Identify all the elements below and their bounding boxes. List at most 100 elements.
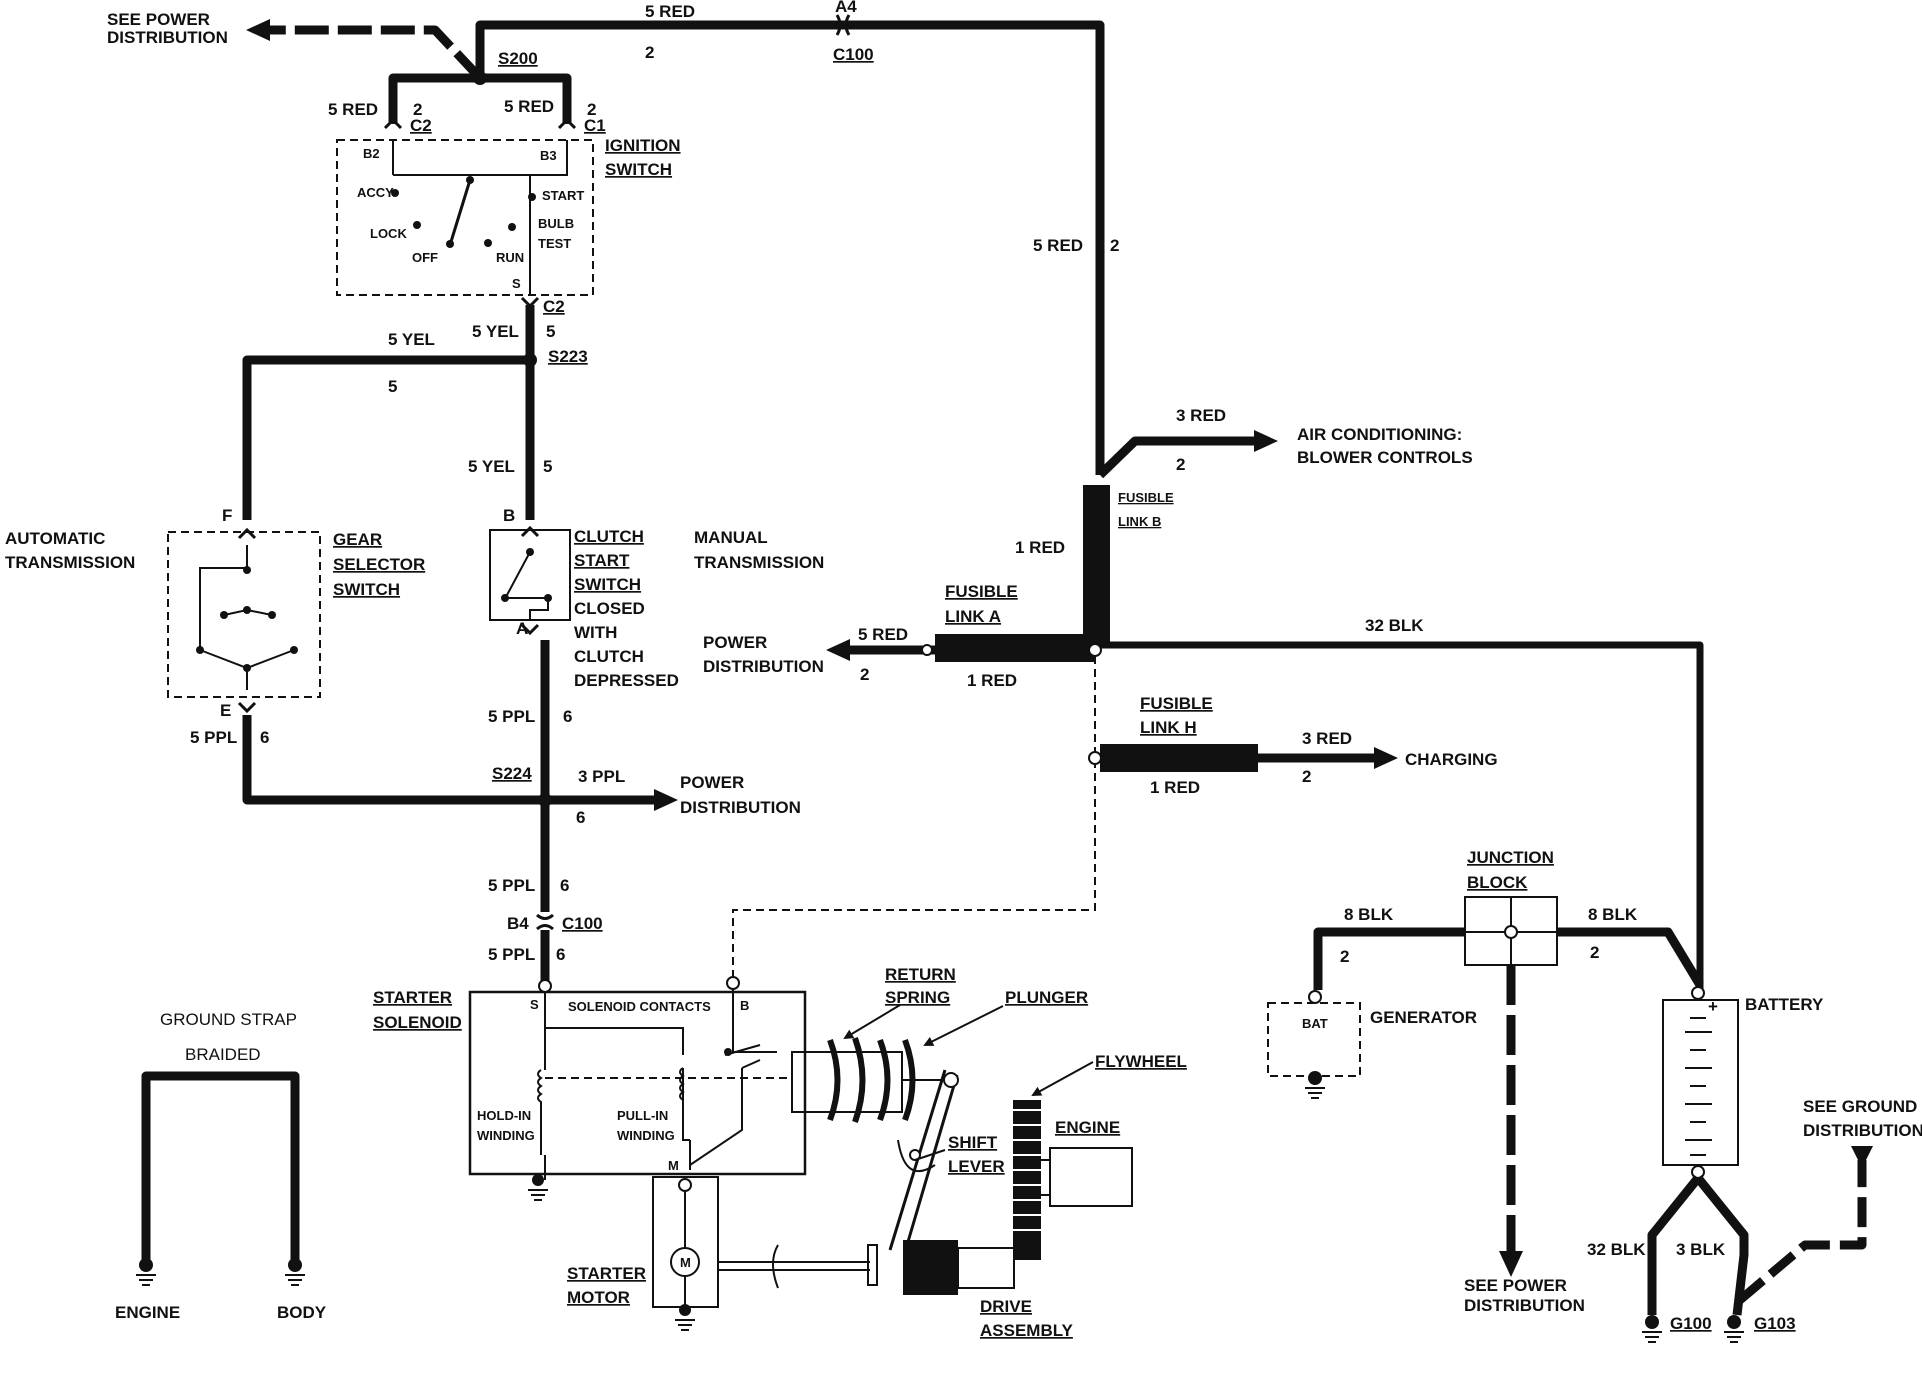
drive-assembly-sleeve [957, 1247, 1015, 1289]
generator-bat-node [1308, 990, 1322, 1004]
generator-ground-dot [1308, 1071, 1322, 1085]
label-solenoid-contacts: SOLENOID CONTACTS [568, 999, 711, 1014]
label-5yel-c: 5 YEL [468, 457, 515, 476]
label-starter-motor-1: STARTER [567, 1264, 646, 1283]
label-e-term: E [220, 701, 231, 720]
wire-32blk-battery [1095, 641, 1704, 990]
label-flywheel: FLYWHEEL [1095, 1052, 1187, 1071]
label-clutch-5: WITH [574, 623, 617, 642]
label-gear-2: SELECTOR [333, 555, 425, 574]
label-shift-lever-2: LEVER [948, 1157, 1005, 1176]
starter-motor [652, 1176, 719, 1331]
battery-positive-node [1691, 986, 1705, 1000]
connector-c2-top-mark [383, 117, 403, 130]
fusible-link-b [1083, 485, 1110, 645]
wire-8blk-generator [1313, 927, 1465, 990]
label-start: START [542, 188, 584, 203]
label-6-a: 6 [563, 707, 572, 726]
gear-wiper [199, 608, 295, 670]
connector-e-mark [237, 701, 257, 714]
label-32blk-bottom: 32 BLK [1587, 1240, 1646, 1259]
label-6-c: 6 [576, 808, 585, 827]
label-fusible-a-1: FUSIBLE [945, 582, 1018, 601]
wire-5red-c1 [480, 73, 572, 124]
label-c100-top: C100 [833, 45, 874, 64]
label-a4: A4 [835, 0, 857, 16]
ground-icon [285, 1274, 305, 1286]
label-fusible-b-1: FUSIBLE [1118, 490, 1174, 505]
label-clutch-3: SWITCH [574, 575, 641, 594]
label-return-spring-1: RETURN [885, 965, 956, 984]
label-g100: G100 [1670, 1314, 1712, 1333]
label-5-a: 5 [546, 322, 555, 341]
label-pull-in-2: WINDING [617, 1128, 675, 1143]
label-clutch-6: CLUTCH [574, 647, 644, 666]
label-see-power-top-2: DISTRIBUTION [107, 28, 228, 47]
ignition-switch-box [336, 139, 594, 296]
connector-b-mark [520, 525, 540, 538]
label-clutch-7: DEPRESSED [574, 671, 679, 690]
label-gear-1: GEAR [333, 530, 382, 549]
flywheel-gear [1013, 1100, 1041, 1260]
ign-contact-accy [391, 189, 399, 197]
label-b2: B2 [363, 146, 380, 161]
label-fusible-h-2: LINK H [1140, 718, 1197, 737]
label-body-gs: BODY [277, 1303, 327, 1322]
label-drive-1: DRIVE [980, 1297, 1032, 1316]
solenoid-ground-dot [532, 1174, 544, 1186]
label-s223: S223 [548, 347, 588, 366]
label-pull-in-1: PULL-IN [617, 1108, 668, 1123]
connector-c100-top [835, 14, 851, 36]
arrow-down-icon [1851, 1146, 1873, 1168]
label-b-term: B [503, 506, 515, 525]
label-manual-2: TRANSMISSION [694, 553, 824, 572]
arrow-down-icon [1499, 1251, 1523, 1277]
starter-solenoid [468, 976, 807, 1201]
wire-to-power-distribution-top [262, 25, 484, 82]
label-drive-2: ASSEMBLY [980, 1321, 1074, 1340]
label-c2-bottom: C2 [543, 297, 565, 316]
label-lock: LOCK [370, 226, 407, 241]
label-power-dist-low-2: DISTRIBUTION [680, 798, 801, 817]
arrow-right-icon [1374, 747, 1398, 769]
label-see-ground-1: SEE GROUND [1803, 1097, 1917, 1116]
label-5red-vert: 5 RED [1033, 236, 1083, 255]
arrow-right-icon [654, 789, 678, 811]
label-1red-h: 1 RED [1150, 778, 1200, 797]
connector-c100-low [536, 913, 554, 931]
motor-shaft [718, 1261, 870, 1271]
solenoid-m-node [678, 1178, 692, 1192]
label-6-e: 6 [556, 945, 565, 964]
label-b3: B3 [540, 148, 557, 163]
label-fusible-a-2: LINK A [945, 607, 1001, 626]
wire-dashed-b [732, 656, 1096, 985]
label-bat: BAT [1302, 1016, 1328, 1031]
label-s-term: S [512, 276, 521, 291]
ground-g103-dot [1727, 1315, 1741, 1329]
label-5ppl-b: 5 PPL [190, 728, 237, 747]
wire-8blk-battery [1557, 927, 1704, 988]
gear-top-contact [243, 566, 251, 574]
drive-pinion-collar [867, 1244, 878, 1286]
label-gear-3: SWITCH [333, 580, 400, 599]
label-5-c: 5 [543, 457, 552, 476]
wire-5red-c2 [388, 73, 480, 124]
shift-lever-arc [897, 1139, 936, 1173]
ign-contact-arm [448, 179, 472, 246]
wire-see-ground [1737, 1160, 1867, 1304]
label-clutch-2: START [574, 551, 630, 570]
label-2-vert: 2 [1110, 236, 1119, 255]
label-starter-motor-2: MOTOR [567, 1288, 630, 1307]
label-s200: S200 [498, 49, 538, 68]
ground-strap-engine-dot [139, 1258, 153, 1272]
ground-icon [1642, 1331, 1662, 1343]
solenoid-box [468, 990, 807, 1176]
arrow-right-icon [1254, 430, 1278, 452]
flywheel-teeth [1013, 1109, 1041, 1231]
label-c100-low: C100 [562, 914, 603, 933]
label-see-power-bottom-1: SEE POWER [1464, 1276, 1567, 1295]
gear-selector-box [167, 531, 321, 698]
battery-box [1662, 999, 1739, 1166]
label-accy: ACCY [357, 185, 394, 200]
